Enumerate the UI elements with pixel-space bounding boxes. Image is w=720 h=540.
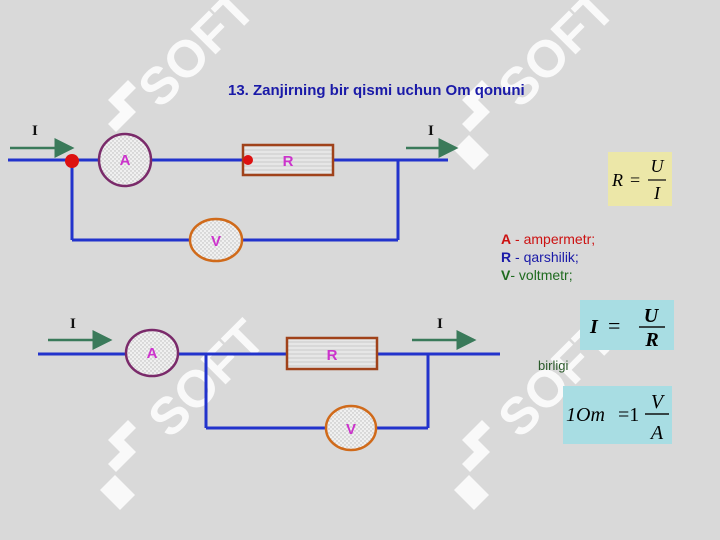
ammeter-label: A	[147, 345, 158, 362]
watermark-logo	[454, 80, 490, 170]
slide-title: 13. Zanjirning bir qismi uchun Om qonuni	[228, 82, 525, 99]
formula-denominator: R	[644, 329, 658, 351]
voltmeter-label: V	[346, 421, 356, 438]
ammeter-label: A	[120, 152, 131, 169]
legend-sep: -	[511, 249, 524, 265]
formula-eq: =	[608, 313, 620, 338]
voltmeter: V	[188, 217, 244, 263]
legend: A - ampermetr; R - qarshilik; V- voltmet…	[501, 230, 595, 284]
legend-item: A - ampermetr;	[501, 230, 595, 248]
current-label: I	[437, 316, 443, 332]
resistor: R	[285, 336, 379, 371]
legend-sep: -	[511, 231, 524, 247]
circuit-1: I I A R V	[8, 123, 459, 263]
legend-item: V- voltmetr;	[501, 266, 595, 284]
formula-lhs: R	[611, 170, 623, 190]
legend-desc: ampermetr;	[523, 231, 596, 247]
resistor-label: R	[327, 347, 338, 364]
formula-denominator: A	[649, 422, 664, 444]
junction-node	[65, 154, 79, 168]
legend-sep: -	[510, 267, 519, 283]
formula-eq: =	[630, 170, 640, 190]
formula-numerator: U	[644, 305, 660, 327]
voltmeter: V	[324, 404, 378, 452]
ammeter: A	[97, 132, 153, 188]
legend-key: A	[501, 231, 512, 247]
formula-lhs: I	[589, 316, 599, 338]
watermark-text: SOFT	[127, 0, 266, 118]
unit-caption: birligi	[538, 358, 569, 373]
circuit-2: I I A R V	[38, 316, 500, 452]
watermark-logo	[454, 420, 490, 510]
legend-key: V	[501, 267, 511, 283]
formula-denominator: I	[653, 183, 661, 203]
legend-desc: voltmetr;	[518, 267, 573, 283]
formula-numerator: V	[651, 391, 666, 413]
formula-i-box: I = U R	[580, 300, 674, 351]
resistor-node	[243, 155, 253, 165]
formula-r-box: R = U I	[608, 152, 672, 206]
watermark-text: SOFT	[487, 0, 626, 118]
resistor: R	[241, 143, 335, 177]
watermark-logo	[100, 420, 136, 510]
current-label: I	[70, 316, 76, 332]
formula-lhs: 1Om	[566, 404, 605, 426]
ammeter: A	[124, 328, 180, 378]
formula-unit-box: 1Om =1 V A	[563, 386, 672, 444]
legend-item: R - qarshilik;	[501, 248, 595, 266]
current-label: I	[32, 123, 38, 139]
formula-numerator: U	[651, 156, 665, 176]
resistor-label: R	[283, 153, 294, 170]
legend-key: R	[501, 249, 512, 265]
current-label: I	[428, 123, 434, 139]
voltmeter-label: V	[211, 233, 221, 250]
formula-eq: =1	[618, 404, 639, 426]
legend-desc: qarshilik;	[523, 249, 579, 265]
